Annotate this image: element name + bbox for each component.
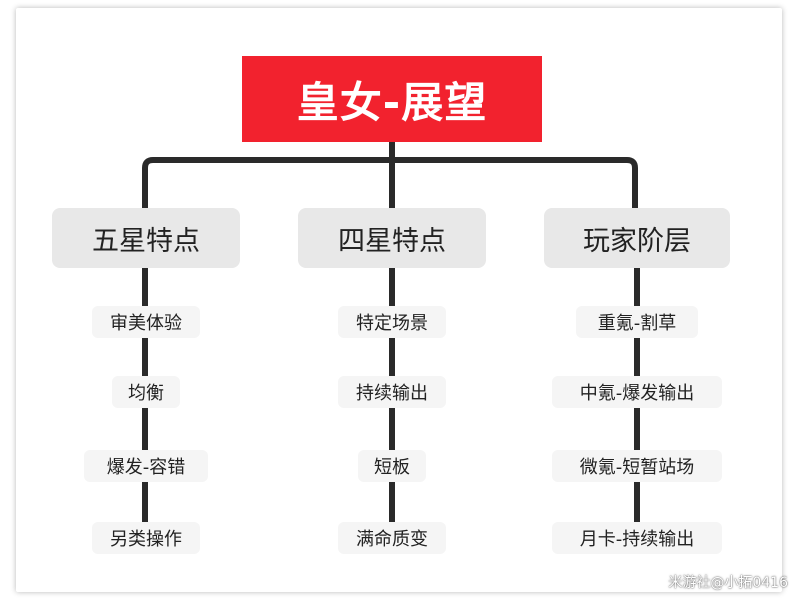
watermark-text: 米游社@小拓0416 [668,575,788,591]
leaf-node: 审美体验 [92,306,200,338]
leaf-node: 另类操作 [92,522,200,554]
branch-node-five-star: 五星特点 [52,208,240,268]
leaf-label: 短板 [374,457,410,478]
leaf-label: 特定场景 [356,313,428,334]
branch-node-four-star: 四星特点 [298,208,486,268]
leaf-node: 微氪-短暂站场 [552,450,722,482]
leaf-label: 满命质变 [356,529,428,550]
branch-label: 玩家阶层 [583,225,691,257]
root-label: 皇女-展望 [296,77,488,127]
leaf-label: 月卡-持续输出 [579,529,695,550]
branch-label: 四星特点 [338,225,446,257]
root-node: 皇女-展望 [242,56,542,142]
root-to-branch-bus [142,139,638,213]
leaf-label: 中氪-爆发输出 [579,383,695,404]
leaf-label: 均衡 [128,383,164,404]
leaf-label: 微氪-短暂站场 [579,457,695,478]
leaf-node: 重氪-割草 [576,306,698,338]
leaf-node: 短板 [358,450,426,482]
leaf-label: 另类操作 [110,529,182,550]
leaf-label: 持续输出 [356,383,428,404]
leaf-node: 爆发-容错 [84,450,208,482]
leaf-node: 满命质变 [338,522,446,554]
leaf-node: 特定场景 [338,306,446,338]
leaf-label: 重氪-割草 [597,313,677,334]
leaf-node: 均衡 [112,376,180,408]
leaf-node: 月卡-持续输出 [552,522,722,554]
branch-label: 五星特点 [92,225,200,257]
leaf-label: 爆发-容错 [106,457,186,478]
branch-node-player-tier: 玩家阶层 [544,208,730,268]
leaf-node: 中氪-爆发输出 [552,376,722,408]
leaf-label: 审美体验 [110,313,182,334]
leaf-node: 持续输出 [338,376,446,408]
